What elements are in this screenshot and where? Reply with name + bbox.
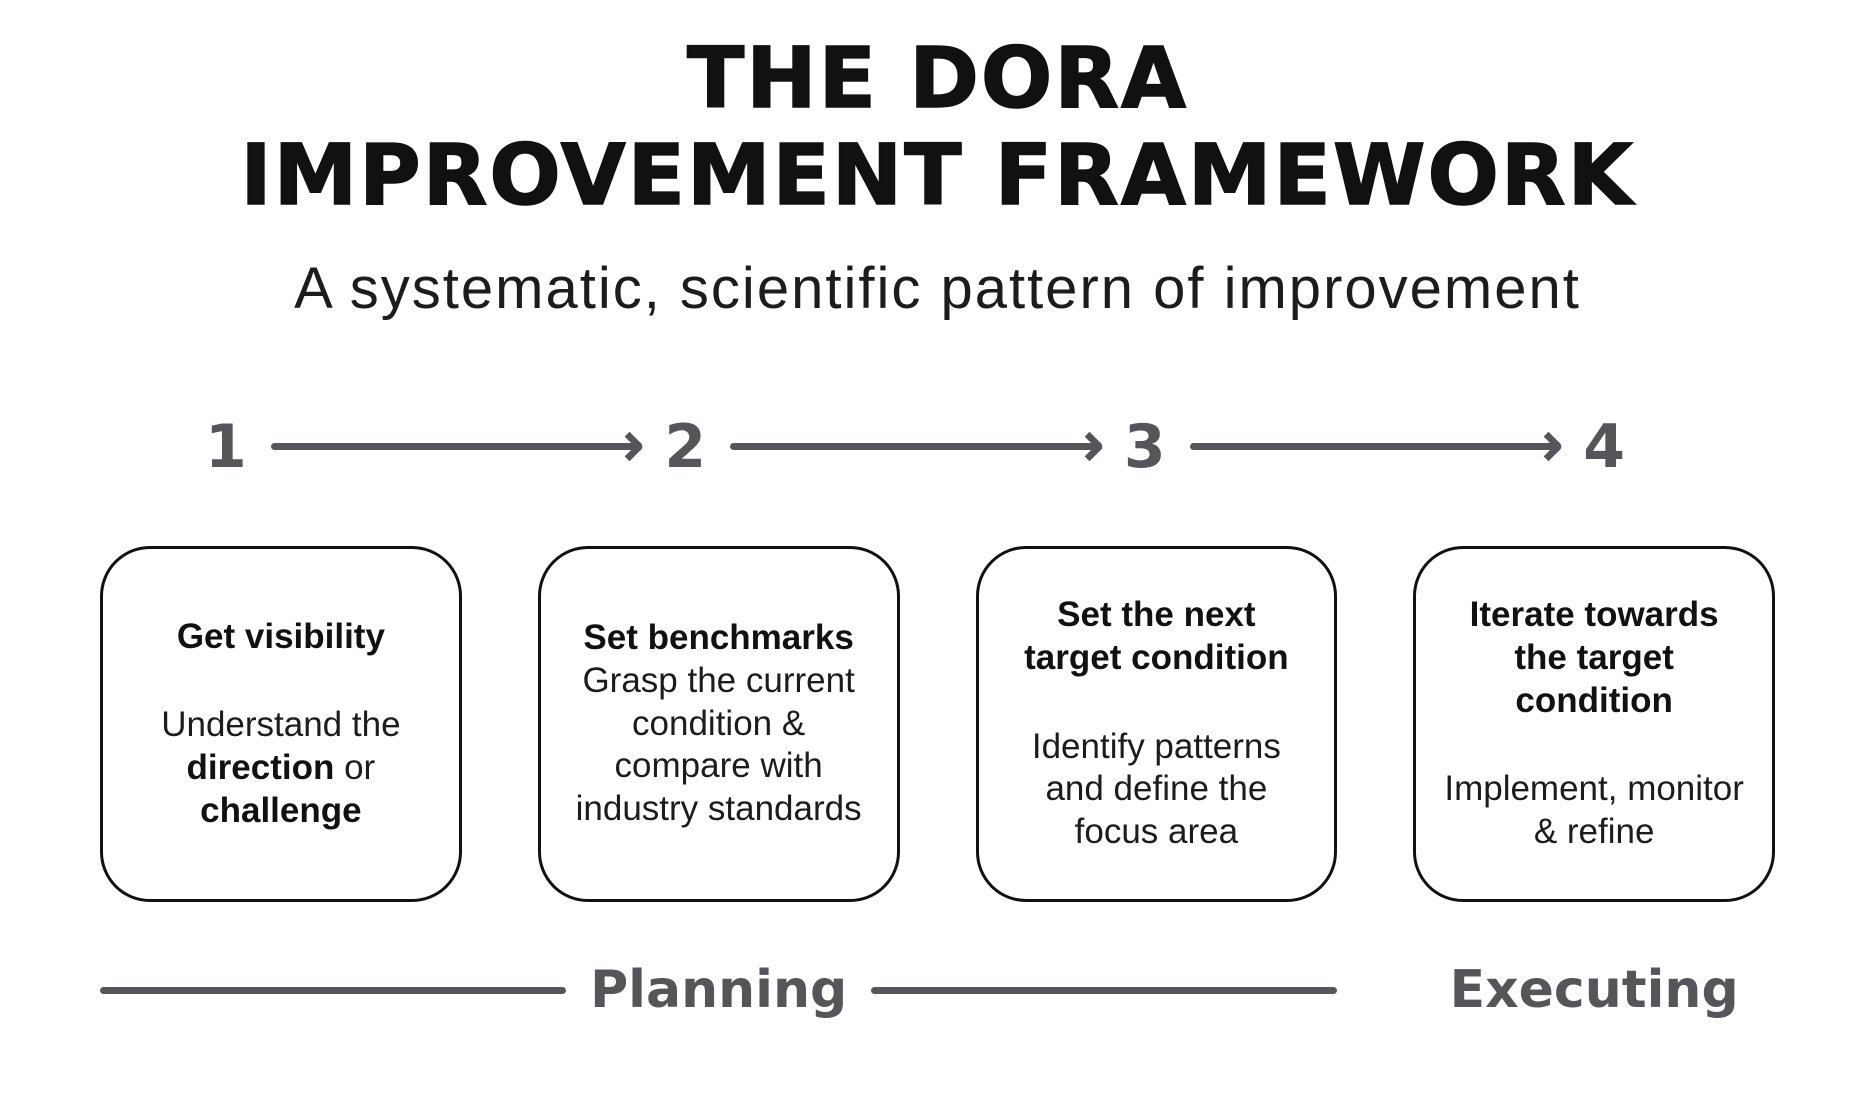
arrow-shaft xyxy=(270,443,637,451)
step-body: Grasp the current condition & compare wi… xyxy=(567,660,871,831)
step-body-text: Implement, monitor & refine xyxy=(1444,769,1744,851)
step-body: Implement, monitor & refine xyxy=(1442,768,1746,853)
step-body: Identify patterns and define the focus a… xyxy=(1005,726,1309,854)
step-body: Understand the direction or challenge xyxy=(129,704,433,832)
step-body-text: Identify patterns and define the focus a… xyxy=(1031,726,1281,851)
step-heading: Iterate towards the target condition xyxy=(1469,595,1719,720)
steps-row: Get visibility Understand the direction … xyxy=(0,545,1875,902)
title-line-1: THE DORA xyxy=(686,28,1189,127)
title-line-2: IMPROVEMENT FRAMEWORK xyxy=(240,126,1635,225)
step-number-2: 2 xyxy=(664,411,707,482)
step-number-4: 4 xyxy=(1583,411,1626,482)
step-card-set-next-target-condition: Set the next target condition Identify p… xyxy=(975,545,1338,902)
phase-planning: Planning xyxy=(100,959,1338,1020)
arrow-right-icon xyxy=(1189,427,1564,467)
arrow-shaft xyxy=(1189,443,1556,451)
step-number-3: 3 xyxy=(1123,411,1166,482)
planning-line-left xyxy=(100,986,567,994)
arrow-head xyxy=(1533,432,1564,462)
step-body-text-bold: direction xyxy=(186,747,335,787)
arrow-shaft xyxy=(730,443,1096,451)
step-heading: Set benchmarks xyxy=(583,618,854,658)
step-body-text-bold: challenge xyxy=(200,790,362,830)
step-number-1: 1 xyxy=(205,411,247,482)
page-title: THE DORA IMPROVEMENT FRAMEWORK xyxy=(0,28,1875,225)
planning-label: Planning xyxy=(590,959,848,1020)
arrow-head xyxy=(1074,432,1105,462)
step-heading: Get visibility xyxy=(176,616,385,656)
step-body-text: or xyxy=(334,747,376,787)
phase-row: Planning Executing xyxy=(0,959,1875,1020)
step-card-iterate-towards-target: Iterate towards the target condition Imp… xyxy=(1413,545,1775,902)
arrow-head xyxy=(615,432,645,462)
planning-line-right xyxy=(871,986,1338,994)
step-numbers-row: 1 2 3 4 xyxy=(0,414,1875,480)
step-body-text: Understand the xyxy=(161,705,401,745)
step-card-set-benchmarks: Set benchmarks Grasp the current conditi… xyxy=(537,545,900,902)
arrow-right-icon xyxy=(730,427,1105,467)
arrow-right-icon xyxy=(270,427,645,467)
step-card-get-visibility: Get visibility Understand the direction … xyxy=(100,545,462,902)
executing-label: Executing xyxy=(1449,959,1739,1020)
step-heading: Set the next target condition xyxy=(1024,595,1289,677)
step-body-text: Grasp the current condition & compare wi… xyxy=(575,660,862,828)
subtitle: A systematic, scientific pattern of impr… xyxy=(294,255,1581,321)
